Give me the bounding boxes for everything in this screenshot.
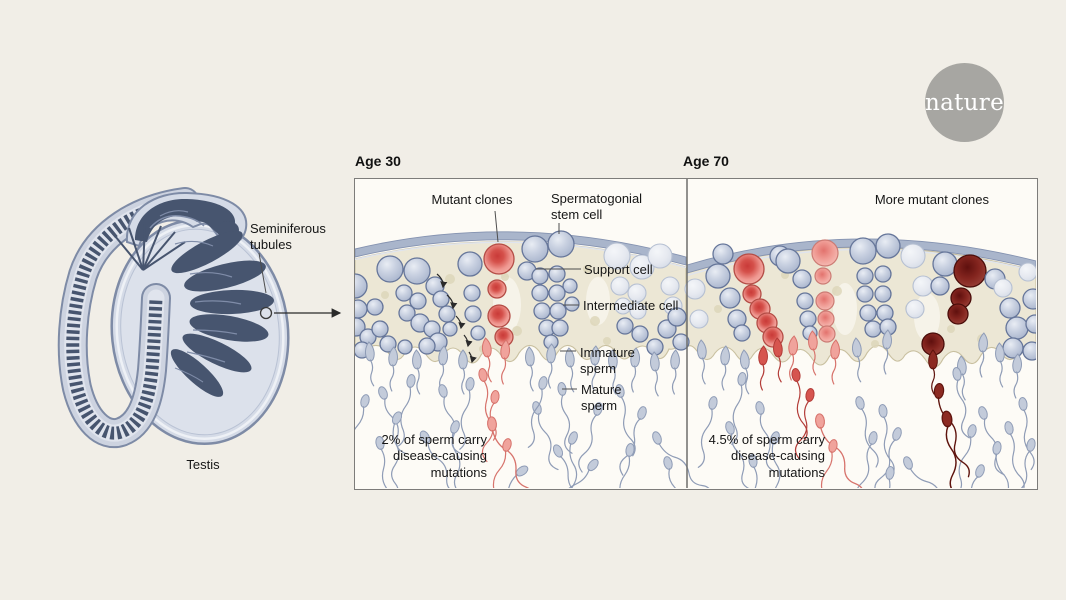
zoom-source-circle — [259, 306, 273, 320]
comparison-panel: Mutant clones Spermatogonial stem cell S… — [354, 178, 1038, 490]
label-immature-sperm: Immature sperm — [580, 345, 635, 377]
epididymis-tube — [57, 187, 200, 449]
cells-age70 — [684, 233, 1036, 361]
label-testis: Testis — [186, 457, 220, 472]
annotation-leader-lines — [494, 210, 581, 390]
epididymis-head — [125, 191, 248, 248]
tubule-cross-section — [355, 179, 1036, 488]
label-mature-sperm: Mature sperm — [581, 382, 622, 414]
label-support-cell: Support cell — [584, 262, 653, 277]
seminiferous-leader-line — [258, 252, 267, 294]
label-seminiferous-tubules: Seminiferous tubules — [250, 221, 326, 253]
stat-age30: 2% of sperm carry disease-causing mutati… — [381, 432, 487, 480]
stat-age70: 4.5% of sperm carry disease-causing muta… — [708, 432, 825, 480]
label-more-mutant-clones: More mutant clones — [874, 192, 989, 207]
label-intermediate-cell: Intermediate cell — [583, 298, 679, 313]
label-mutant-clones: Mutant clones — [431, 192, 513, 207]
label-spermatogonial-stem-cell: Spermatogonial stem cell — [551, 191, 643, 223]
cells-age30 — [355, 230, 690, 359]
age30-header: Age 30 — [355, 153, 401, 169]
efferent-ducts — [114, 223, 186, 271]
differentiation-arrows — [436, 273, 477, 364]
nature-logo-text: nature — [925, 89, 1004, 116]
nature-logo: nature — [925, 63, 1004, 142]
age70-header: Age 70 — [683, 153, 729, 169]
